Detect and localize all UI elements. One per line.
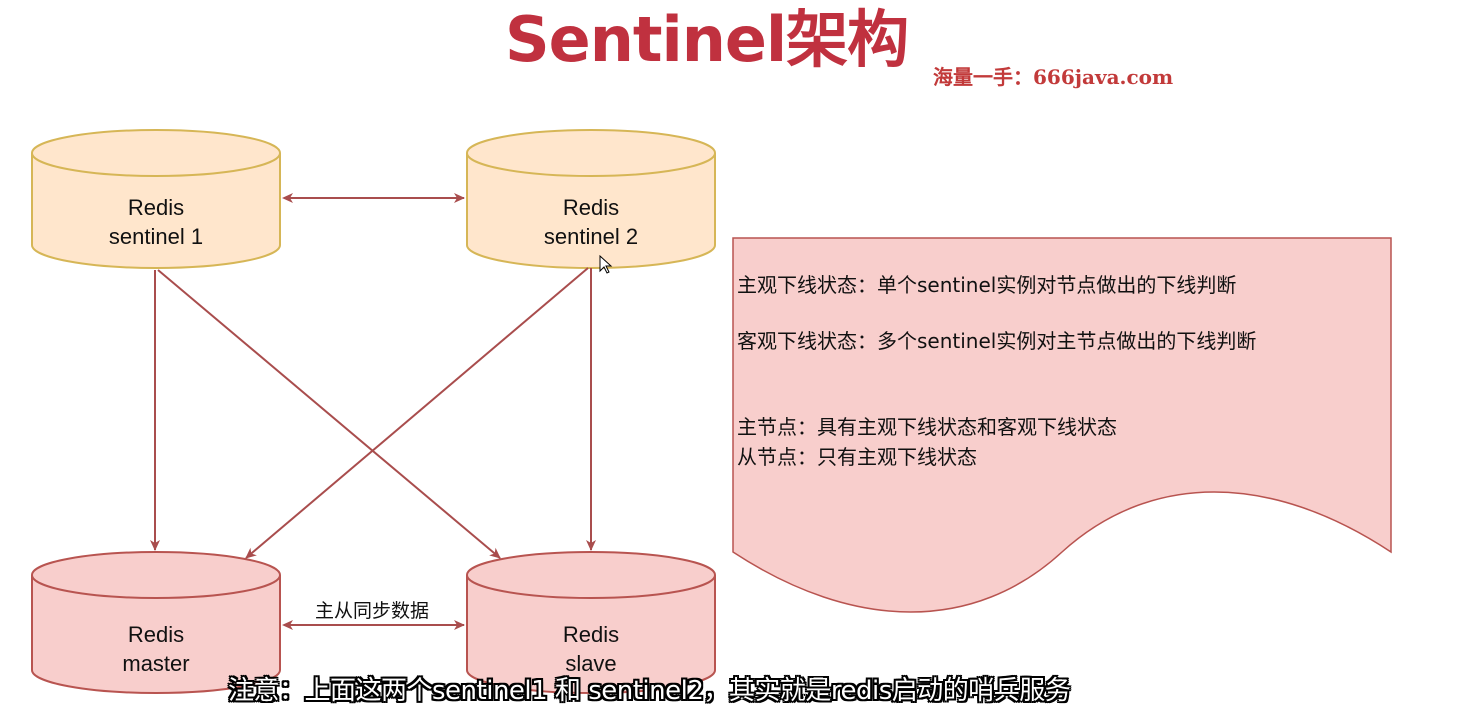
- note-subjective-offline: 主观下线状态：单个sentinel实例对节点做出的下线判断: [737, 273, 1236, 297]
- master-label-line1: Redis: [128, 622, 184, 647]
- sentinel2-node[interactable]: Redis sentinel 2: [466, 129, 716, 269]
- slave-label-line1: Redis: [563, 622, 619, 647]
- master-node[interactable]: Redis master: [31, 551, 281, 694]
- sentinel2-label-line2: sentinel 2: [544, 224, 638, 249]
- watermark-text: 海量一手：666java.com: [933, 65, 1174, 89]
- note-master-node: 主节点：具有主观下线状态和客观下线状态: [737, 415, 1117, 439]
- edge-sentinel1-slave: [157, 269, 501, 559]
- sentinel2-label-line1: Redis: [563, 195, 619, 220]
- master-label-line2: master: [122, 651, 189, 676]
- edge-sentinel2-master: [245, 267, 589, 559]
- edge-label-sync: 主从同步数据: [315, 600, 429, 622]
- slave-label-line2: slave: [565, 651, 616, 676]
- sentinel1-label-line2: sentinel 1: [109, 224, 203, 249]
- slave-node[interactable]: Redis slave: [466, 551, 716, 694]
- video-subtitle: 注意：上面这两个sentinel1 和 sentinel2，其实就是redis启…: [228, 676, 1071, 706]
- sentinel1-node[interactable]: Redis sentinel 1: [31, 129, 281, 269]
- sentinel1-label-line1: Redis: [128, 195, 184, 220]
- note-slave-node: 从节点：只有主观下线状态: [737, 445, 977, 469]
- note-box: 主观下线状态：单个sentinel实例对节点做出的下线判断 客观下线状态：多个s…: [732, 237, 1392, 613]
- page-title: Sentinel架构: [505, 3, 909, 76]
- cursor-icon: [599, 254, 613, 274]
- note-objective-offline: 客观下线状态：多个sentinel实例对主节点做出的下线判断: [737, 329, 1256, 353]
